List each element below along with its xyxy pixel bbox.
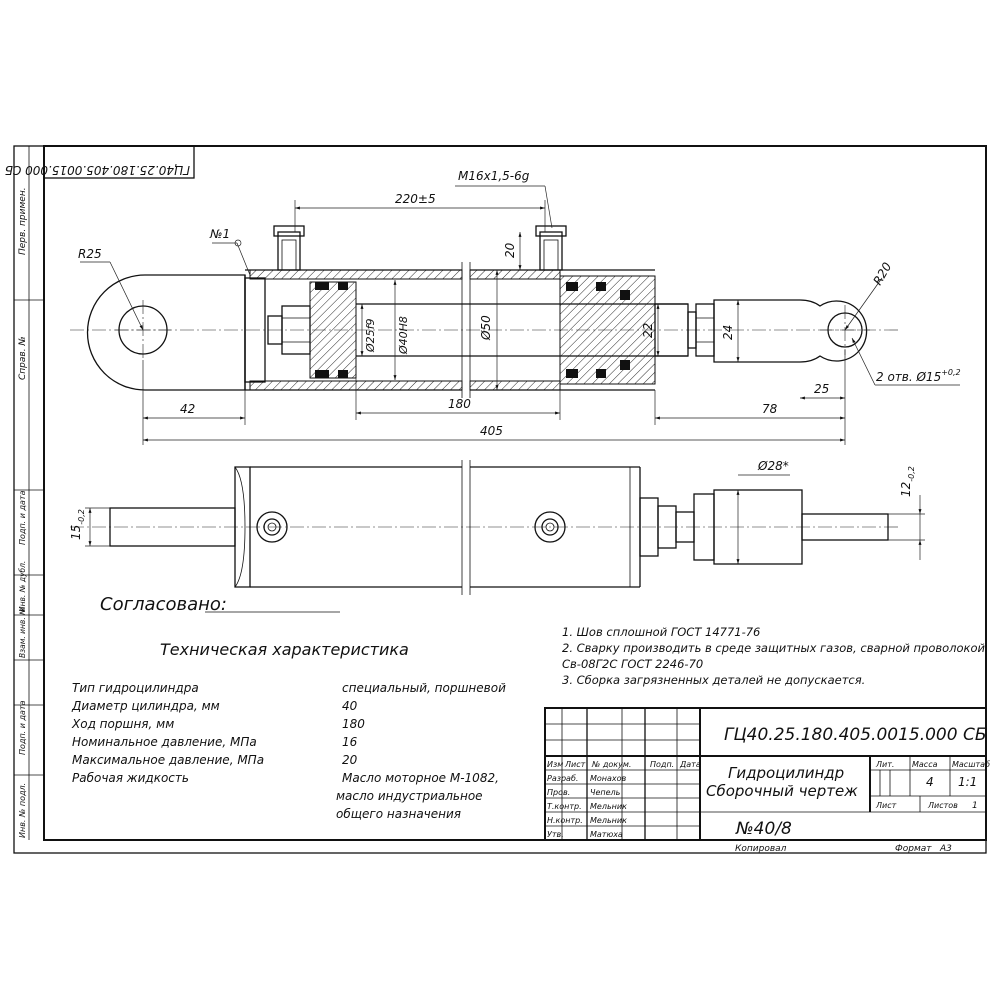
cylinder-section-view (70, 225, 900, 398)
dim-pos-1: №1 (209, 227, 230, 241)
sheet-frame (13, 145, 987, 854)
format-value: А3 (939, 844, 952, 854)
hdr-podp: Подп. (650, 760, 674, 769)
hdr-data: Дата (679, 760, 701, 769)
dim-r25: R25 (78, 247, 102, 261)
dim-15: 15-0,2 (69, 509, 86, 540)
dim-thread: M16x1,5-6g (458, 169, 530, 183)
scale-value: 1:1 (958, 775, 977, 789)
dim-r20: R20 (870, 260, 894, 288)
tech-label: Номинальное давление, МПа (72, 735, 257, 749)
dim-holes-label: 2 отв. Ø15 (876, 370, 941, 384)
dim-d40h8: Ø40H8 (397, 316, 410, 355)
doc-name-line1: Гидроцилиндр (728, 764, 844, 782)
side-label-inv-podl: Инв. № подл. (18, 783, 27, 838)
dim-holes-tol: +0,2 (941, 368, 960, 377)
format-label: Формат (895, 844, 932, 854)
tech-value: специальный, поршневой (342, 681, 506, 695)
role-label: Разраб. (547, 774, 578, 783)
dim-12-value: 12 (899, 482, 913, 497)
tech-value: 20 (342, 753, 358, 767)
note-line: Св-08Г2С ГОСТ 2246-70 (562, 657, 703, 671)
doc-name-line2: Сборочный чертеж (706, 782, 858, 800)
dim-220: 220±5 (395, 192, 436, 206)
tech-label: Рабочая жидкость (72, 771, 189, 785)
side-label-sprav: Справ. № (18, 336, 28, 380)
dim-15-tol: -0,2 (77, 509, 86, 525)
tech-value: 40 (342, 699, 358, 713)
hdr-izm: Изм (547, 760, 563, 769)
hdr-massa: Масса (912, 760, 938, 769)
tech-value: 16 (342, 735, 358, 749)
doc-group: №40/8 (735, 819, 792, 839)
role-name: Матюха (590, 830, 623, 839)
tech-table: Тип гидроцилиндра специальный, поршневой… (71, 681, 506, 821)
doc-number: ГЦ40.25.180.405.0015.000 СБ (724, 725, 987, 745)
hdr-listov: Листов (927, 801, 958, 810)
side-label-vzam-inv: Взам. инв. № (18, 607, 27, 658)
tech-value-cont: масло индустриальное (336, 789, 483, 803)
listov-value: 1 (972, 801, 978, 811)
role-label: Т.контр. (547, 802, 582, 811)
side-label-inv-dubl: Инв. № дубл. (18, 561, 27, 612)
role-name: Мельник (590, 802, 627, 811)
title-block-roles: Разраб. Монахов Пров. Чепель Т.контр. Ме… (547, 774, 627, 839)
dim-d50: Ø50 (479, 315, 493, 341)
note-line: 1. Шов сплошной ГОСТ 14771-76 (562, 625, 760, 639)
hdr-lit: Лит. (875, 760, 894, 769)
note-line: 3. Сборка загрязненных деталей не допуск… (562, 673, 865, 687)
hdr-masshtab: Масштаб (952, 760, 990, 769)
note-line: 2. Сварку производить в среде защитных г… (562, 641, 986, 655)
tech-label: Максимальное давление, МПа (72, 753, 264, 767)
side-label-podp-data-2: Подп. и дата (18, 700, 27, 755)
tech-label: Ход поршня, мм (71, 717, 174, 731)
dim-15-value: 15 (69, 525, 83, 540)
dim-d25f9: Ø25f9 (364, 318, 377, 353)
kopiroval-label: Копировал (735, 844, 787, 854)
dim-12: 12-0,2 (899, 466, 916, 497)
dim-24: 24 (721, 325, 735, 340)
dim-42: 42 (180, 402, 195, 416)
soglasovano-label: Согласовано: (100, 594, 227, 615)
rotated-stamp-text: ГЦ40.25.180.405.0015.000 СБ (5, 163, 190, 177)
title-block (544, 707, 987, 841)
role-name: Мельник (590, 816, 627, 825)
dim-22: 22 (641, 323, 655, 338)
hdr-list2: Лист (875, 801, 897, 810)
hdr-list: Лист (564, 760, 586, 769)
dim-25: 25 (814, 382, 829, 396)
tech-label: Тип гидроцилиндра (72, 681, 199, 695)
dim-20: 20 (503, 242, 517, 258)
side-label-podp-data-1: Подп. и дата (18, 490, 27, 545)
dim-d28: Ø28* (757, 459, 789, 473)
dim-holes: 2 отв. Ø15+0,2 (876, 368, 961, 384)
notes: 1. Шов сплошной ГОСТ 14771-76 2. Сварку … (562, 625, 986, 687)
tech-title: Техническая характеристика (160, 640, 409, 659)
mass-value: 4 (926, 775, 934, 789)
cylinder-top-view (70, 460, 900, 595)
title-block-headers: Изм Лист № докум. Подп. Дата Лит. Масса … (547, 760, 990, 810)
role-label: Утв. (547, 830, 564, 839)
dim-405: 405 (480, 424, 503, 438)
dimension-lines (80, 185, 960, 564)
dim-12-tol: -0,2 (907, 466, 916, 482)
role-name: Чепель (590, 788, 621, 797)
tech-value-cont: общего назначения (336, 807, 461, 821)
tech-value: 180 (342, 717, 365, 731)
dim-180: 180 (448, 397, 471, 411)
tech-value: Масло моторное М-1082, (342, 771, 499, 785)
role-label: Пров. (547, 788, 570, 797)
role-name: Монахов (590, 774, 627, 783)
role-label: Н.контр. (547, 816, 583, 825)
hdr-doc: № докум. (591, 760, 631, 769)
tech-label: Диаметр цилиндра, мм (71, 699, 220, 713)
side-label-perv-primen: Перв. примен. (18, 187, 28, 255)
dim-78: 78 (762, 402, 778, 416)
